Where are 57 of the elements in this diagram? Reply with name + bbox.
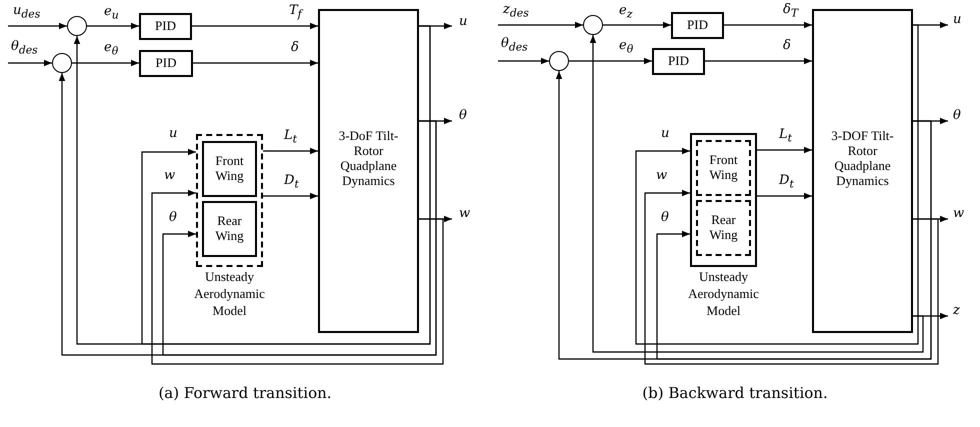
model-title: Unsteady Aerodynamic Model [687,269,760,320]
feedback-line [656,120,932,360]
block: Front Wing [696,140,751,196]
feedback-line [141,25,431,345]
signal-label: θ$_{des}$ [500,37,529,54]
block-title: 3-DoF Tilt-Rotor Quadplane Dynamics [338,129,400,189]
block: Front Wing [202,141,257,197]
signal-label: e$_{z}$ [618,4,634,20]
signal-label: L$_{t}$ [283,129,298,146]
signal-label: L$_{t}$ [778,128,793,144]
block: PID [652,48,705,75]
summing-junction [52,53,72,73]
signal-arrow [569,58,652,64]
signal-arrow [72,60,139,66]
signal-label: e$_{u}$ [103,5,120,22]
signal-arrow [193,60,318,66]
signal-label: u$_{des}$ [12,4,42,20]
feedback-line [635,24,919,345]
signal-arrow [8,22,67,30]
signal-arrow [263,192,318,200]
signal-label: e$_{θ}$ [618,39,634,56]
signal-arrow [724,22,812,28]
signal-arrow [757,192,812,200]
signal-label: θ$_{des}$ [10,40,39,56]
summing-junction [549,51,569,71]
summing-junction [583,15,603,35]
signal-arrow [705,58,812,64]
model-title: Unsteady Aerodynamic Model [193,269,266,320]
signal-label: z$_{des}$ [502,3,530,20]
signal-arrow [263,148,318,154]
signal-label: D$_{t}$ [283,174,300,190]
figure-caption: (b) Backward transition. [641,384,829,402]
block: PID [139,50,193,77]
feedback-line [151,190,444,365]
dynamics-block [812,9,913,333]
signal-arrow [498,22,583,28]
feedback-line [644,190,939,365]
feedback-line [162,120,437,356]
dynamics-block [318,9,419,333]
signal-arrow [603,22,671,28]
block: PID [671,12,724,39]
summing-junction [67,16,87,36]
signal-label: δ$_{T}$ [782,3,800,20]
block: Rear Wing [696,200,751,256]
block: PID [139,13,192,40]
signal-arrow [192,22,318,30]
signal-arrow [87,22,139,30]
signal-arrow [498,58,549,64]
signal-label: D$_{t}$ [778,174,795,190]
block: Rear Wing [202,201,257,257]
signal-arrow [8,60,52,66]
signal-label: e$_{θ}$ [103,41,120,58]
figure-caption: (a) Forward transition. [157,384,333,402]
signal-arrow [757,146,812,154]
feedback-line [590,35,924,353]
signal-label: T$_{f}$ [288,4,303,20]
block-title: 3-DOF Tilt-Rotor Quadplane Dynamics [830,129,895,189]
